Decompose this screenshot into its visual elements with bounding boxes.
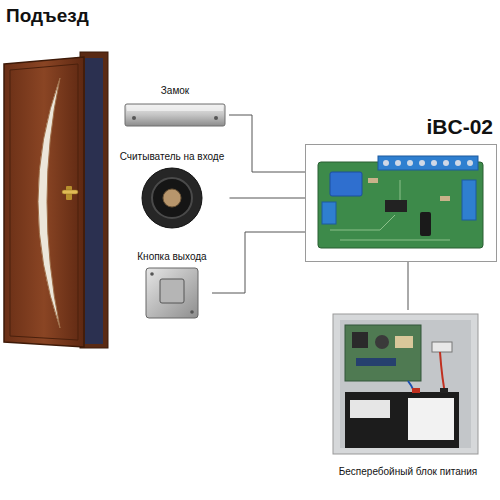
ups-picture bbox=[333, 314, 478, 454]
part-label: Замок bbox=[121, 84, 229, 97]
controller-board-picture bbox=[318, 156, 483, 248]
wire-connector bbox=[408, 262, 409, 310]
wire-connector bbox=[230, 198, 306, 199]
reader-picture bbox=[142, 168, 202, 228]
reader-node: Считыватель на входе bbox=[115, 150, 230, 234]
page-title: Подъезд bbox=[6, 4, 89, 28]
exit-button-picture bbox=[146, 268, 198, 318]
device-frame bbox=[305, 144, 497, 262]
lock-picture bbox=[125, 104, 225, 126]
device-heading: iBC-02 bbox=[305, 114, 497, 140]
wire-connector bbox=[212, 232, 305, 293]
part-label: Кнопка выхода bbox=[132, 250, 212, 263]
ups-node: Бесперебойный блок питания bbox=[322, 310, 494, 482]
lock-node: Замок bbox=[121, 84, 229, 132]
device-caption: Бесперебойный блок питания bbox=[322, 465, 494, 478]
part-label: Считыватель на входе bbox=[115, 150, 230, 163]
wire-connector bbox=[229, 115, 305, 172]
exit-button-node: Кнопка выхода bbox=[132, 250, 212, 322]
door-picture bbox=[4, 52, 108, 348]
controller-node: iBC-02 bbox=[305, 114, 497, 262]
